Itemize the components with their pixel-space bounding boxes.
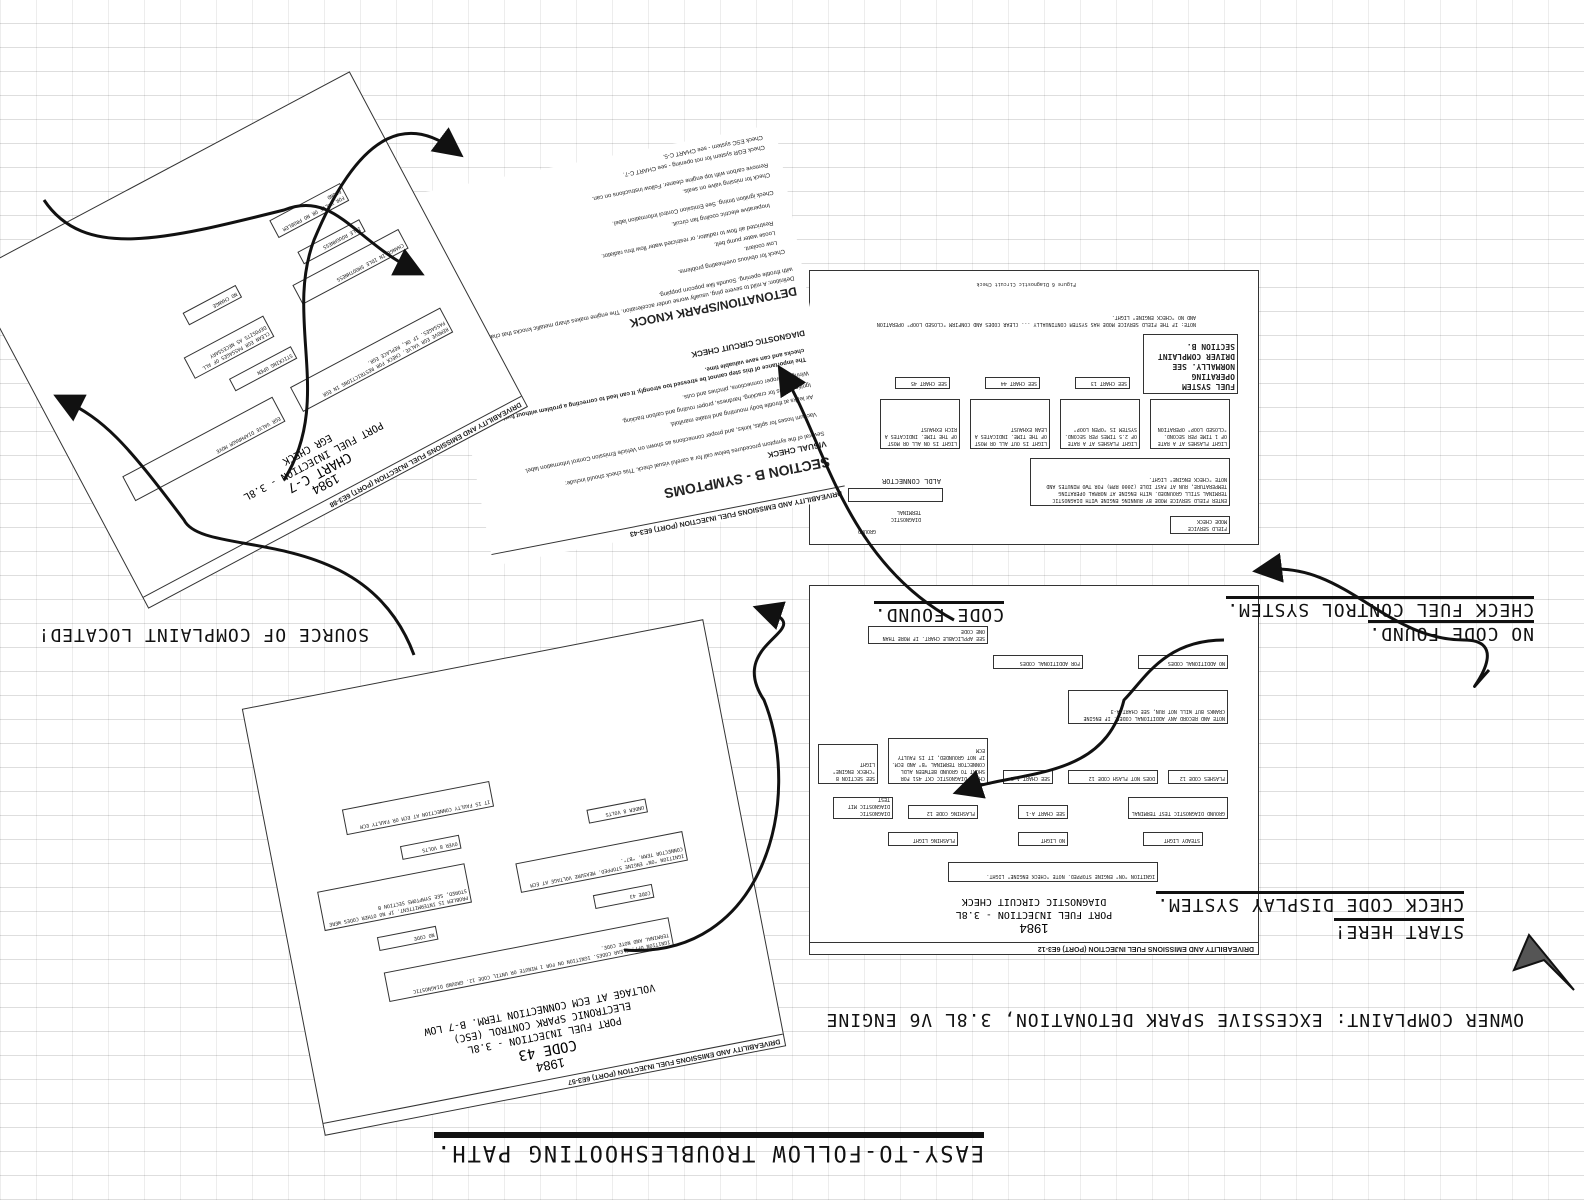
callout-owner-complaint: OWNER COMPLAINT: EXCESSIVE SPARK DETONAT… [825,1009,1524,1030]
path-arrow [42,199,425,276]
callout-check-fuel-control: CHECK FUEL CONTROL SYSTEM. [1226,596,1534,620]
callout-start-here: START HERE! [1333,918,1464,942]
callout-check-code-display: CHECK CODE DISPLAY SYSTEM. [1156,891,1464,915]
callout-source-located: SOURCE OF COMPLAINT LOCATED! [37,624,369,645]
callout-code-found: CODE FOUND. [873,601,1004,625]
path-arrow [282,127,464,481]
start-arrow [1512,933,1575,991]
path-arrow [1252,552,1491,688]
path-arrow [53,394,416,656]
path-title-bar [434,1132,984,1138]
path-arrow [623,601,786,952]
path-arrow [952,638,1225,799]
callout-path-title: EASY-TO-FOLLOW TROUBLESHOOTING PATH. [435,1140,984,1165]
callout-no-code-found: NO CODE FOUND. [1368,620,1534,644]
path-arrow [777,364,955,622]
